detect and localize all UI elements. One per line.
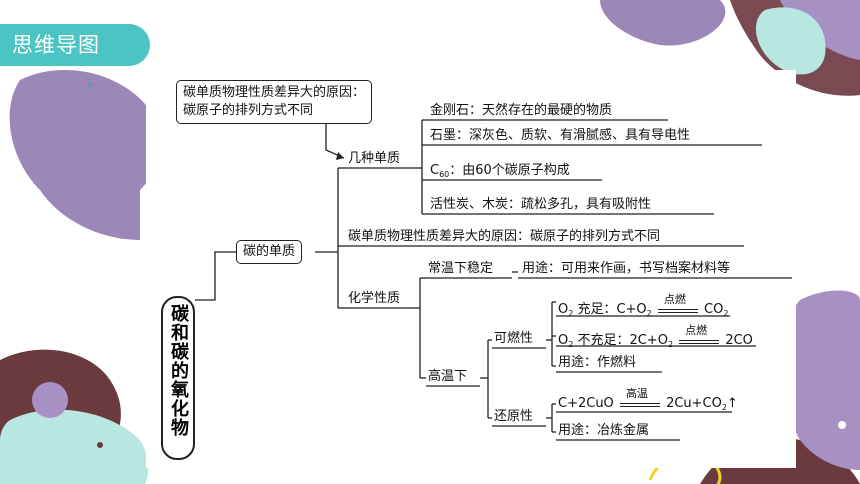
node-room-temp-stable: 常温下稳定 — [428, 261, 494, 276]
node-high-temp: 高温下 — [428, 369, 468, 384]
use-fuel: 用途：作燃料 — [558, 355, 637, 370]
note-box: 碳单质物理性质差异大的原因： 碳原子的排列方式不同 — [176, 80, 373, 124]
small-dot-right — [838, 421, 846, 429]
node-elemental-carbon: 碳的单质 — [236, 240, 303, 264]
use-smelting: 用途：冶炼金属 — [558, 423, 650, 438]
mint-blob-topright — [755, 7, 826, 75]
purple-blob-top — [600, 0, 726, 46]
node-reason: 碳单质物理性质差异大的原因：碳原子的排列方式不同 — [348, 229, 661, 244]
equation-o2-insufficient: O2 不充足：2C+O2 点燃 2CO — [558, 324, 753, 349]
note-line2: 碳原子的排列方式不同 — [183, 103, 314, 118]
item-activated-carbon: 活性炭、木炭：疏松多孔，具有吸附性 — [430, 197, 652, 212]
node-several-elements: 几种单质 — [348, 151, 401, 166]
node-combustibility: 可燃性 — [494, 331, 534, 346]
purple-blob-left — [9, 70, 161, 240]
use-room-temp: 用途：可用来作画，书写档案材料等 — [522, 261, 731, 276]
item-graphite: 石墨：深灰色、质软、有滑腻感、具有导电性 — [430, 128, 691, 143]
condition-ignite-2: 点燃 — [685, 324, 708, 337]
small-dot-left — [97, 442, 103, 448]
purple-dot-bottomleft — [32, 382, 68, 418]
root-node: 碳和碳的氧化物 — [161, 296, 195, 460]
mindmap-panel — [146, 70, 796, 468]
mint-blob-bottomleft — [0, 409, 149, 484]
note-line1: 碳单质物理性质差异大的原因： — [183, 85, 366, 100]
condition-high-temp: 高温 — [625, 387, 648, 400]
mindmap-banner: 思维导图 — [0, 24, 150, 66]
small-dot-top — [87, 82, 93, 88]
item-diamond: 金刚石：天然存在的最硬的物质 — [430, 103, 613, 118]
equation-reduction: C+2CuO 高温 2Cu+CO2↑ — [558, 387, 738, 412]
mindmap-connectors — [195, 119, 792, 441]
node-chemical-properties: 化学性质 — [348, 291, 401, 306]
node-reducibility: 还原性 — [494, 409, 534, 424]
item-c60: C60：由60个碳原子构成 — [430, 163, 570, 179]
condition-ignite-1: 点燃 — [663, 293, 686, 306]
equation-o2-sufficient: O2 充足：C+O2 点燃 CO2 — [558, 293, 729, 318]
